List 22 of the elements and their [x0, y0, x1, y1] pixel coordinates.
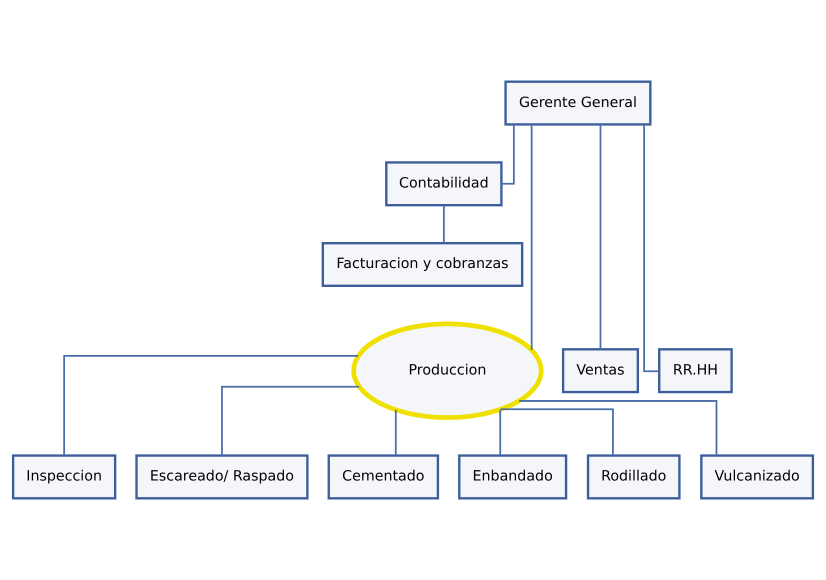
node-box: Enbandado	[458, 454, 568, 500]
connector	[530, 124, 533, 350]
connector	[499, 410, 502, 456]
connector	[221, 386, 360, 456]
node-box: Rodillado	[586, 454, 681, 500]
connector	[394, 410, 397, 456]
node-box: RR.HH	[658, 348, 733, 394]
connector	[500, 408, 614, 456]
node-box: Contabilidad	[385, 161, 503, 206]
connector	[63, 354, 358, 456]
connector	[502, 124, 515, 185]
node-box: Cementado	[328, 454, 440, 500]
node-ellipse: Produccion	[351, 321, 544, 420]
connector	[600, 124, 602, 350]
connector	[519, 400, 718, 456]
node-box: Escareado/ Raspado	[135, 454, 309, 500]
node-box: Facturacion y cobranzas	[322, 242, 524, 288]
node-box: Vulcanizado	[700, 454, 814, 500]
connector	[442, 205, 445, 243]
node-box: Inspeccion	[12, 454, 116, 500]
node-box: Ventas	[562, 348, 640, 394]
node-box: Gerente General	[504, 80, 652, 126]
